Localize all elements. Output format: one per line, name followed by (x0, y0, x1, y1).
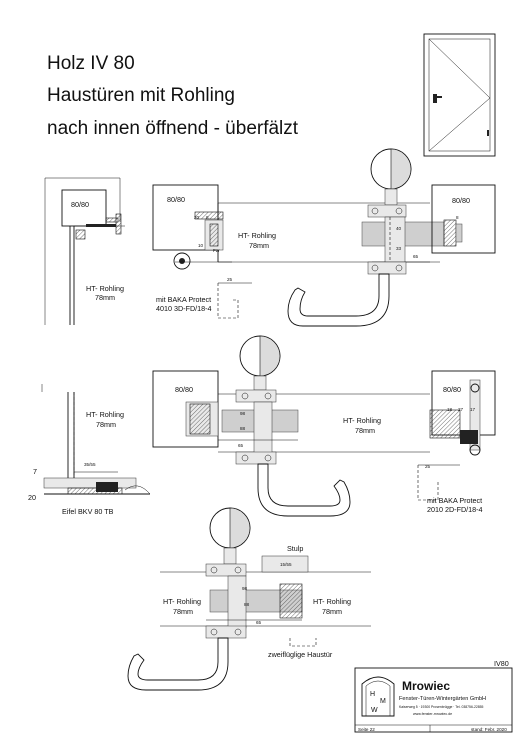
drawing-code: IV80 (494, 659, 509, 668)
horizontal-section-2: 80/80 98 88 65 HT- Rohling 78mm 80/80 18… (152, 335, 496, 517)
rohling-label-s3-right: HT- Rohling (313, 597, 351, 606)
svg-text:18: 18 (447, 407, 453, 412)
svg-text:17: 17 (470, 407, 476, 412)
title-line-2: Haustüren mit Rohling (47, 85, 235, 106)
svg-text:W: W (371, 707, 378, 714)
company-logo: H M W (361, 676, 395, 717)
eifel-label: Eifel BKV 80 TB (62, 507, 114, 516)
baka-label-1a: mit BAKA Protect (156, 295, 211, 304)
horizontal-section-3: Stulp 15/55 98 88 65 HT- Rohling 78mm HT… (127, 507, 371, 691)
thickness-label-vtop: 78mm (95, 293, 115, 302)
svg-text:40: 40 (396, 226, 402, 231)
svg-text:25: 25 (227, 277, 233, 282)
svg-text:8: 8 (456, 215, 459, 220)
svg-text:27: 27 (458, 407, 464, 412)
svg-text:88: 88 (240, 426, 246, 431)
page-number: Seite 22 (358, 727, 375, 732)
svg-text:98: 98 (240, 411, 246, 416)
stulp-dim: 15/55 (280, 562, 292, 567)
svg-text:H: H (370, 691, 375, 698)
svg-text:88: 88 (244, 602, 250, 607)
stulp-label: Stulp (287, 544, 303, 553)
svg-text:65: 65 (413, 254, 419, 259)
baka-label-2b: 2010 2D-FD/18-4 (427, 505, 483, 514)
frame-label-s1-left: 80/80 (167, 195, 185, 204)
svg-text:8: 8 (206, 215, 209, 220)
frame-label-s2-right: 80/80 (443, 385, 461, 394)
svg-text:65: 65 (238, 443, 244, 448)
company-name: Mrowiec (402, 679, 450, 693)
vertical-section-top: 80/80 HT- Rohling 78mm (44, 177, 125, 325)
frame-label-vtop: 80/80 (71, 200, 89, 209)
double-door-label: zweiflüglige Haustür (268, 650, 333, 659)
company-subtitle: Fenster-Türen-Wintergärten GmbH (399, 696, 486, 702)
frame-label-s2-left: 80/80 (175, 385, 193, 394)
dim-20: 20 (28, 493, 36, 502)
svg-text:10: 10 (198, 243, 204, 248)
thickness-label-s2: 78mm (355, 426, 375, 435)
rohling-label-s2: HT- Rohling (343, 416, 381, 425)
baka-label-2a: mit BAKA Protect (427, 496, 482, 505)
baka-label-1b: 4010 3D-FD/18-4 (156, 304, 212, 313)
thickness-label-s1: 78mm (249, 241, 269, 250)
svg-text:25: 25 (425, 464, 431, 469)
threshold-dim: 35/55 (84, 462, 96, 467)
svg-text:Fzr: Fzr (213, 248, 220, 253)
dim-7: 7 (33, 467, 37, 476)
svg-text:33: 33 (396, 246, 402, 251)
svg-text:M: M (380, 698, 386, 705)
svg-text:98: 98 (242, 586, 248, 591)
frame-label-s1-right: 80/80 (452, 196, 470, 205)
company-web: www.fenster-mrowiec.de (413, 712, 452, 716)
company-address: Kaiserweg 5 · 19300 Prosenbrügge · Tel. … (399, 705, 483, 709)
rohling-label-s3-left: HT- Rohling (163, 597, 201, 606)
title-line-1: Holz IV 80 (47, 53, 135, 74)
rohling-label-s1: HT- Rohling (238, 231, 276, 240)
thickness-label-s3-right: 78mm (322, 607, 342, 616)
thickness-label-s3-left: 78mm (173, 607, 193, 616)
horizontal-section-1: 80/80 20 8 10 Fzr 25 HT- Rohling 78mm mi… (152, 148, 496, 327)
door-elevation-icon (423, 33, 496, 157)
rohling-label-vbot: HT- Rohling (86, 410, 124, 419)
svg-text:65: 65 (256, 620, 262, 625)
title-line-3: nach innen öffnend - überfälzt (47, 118, 299, 139)
revision-date: stand: Febr. 2020 (471, 727, 507, 732)
rohling-label-vtop: HT- Rohling (86, 284, 124, 293)
title-block: H M W Mrowiec Fenster-Türen-Wintergärten… (354, 667, 513, 733)
vertical-section-bottom: HT- Rohling 78mm 35/55 7 20 Eifel BKV 80… (28, 384, 151, 516)
thickness-label-vbot: 78mm (96, 420, 116, 429)
svg-text:20: 20 (194, 215, 200, 220)
